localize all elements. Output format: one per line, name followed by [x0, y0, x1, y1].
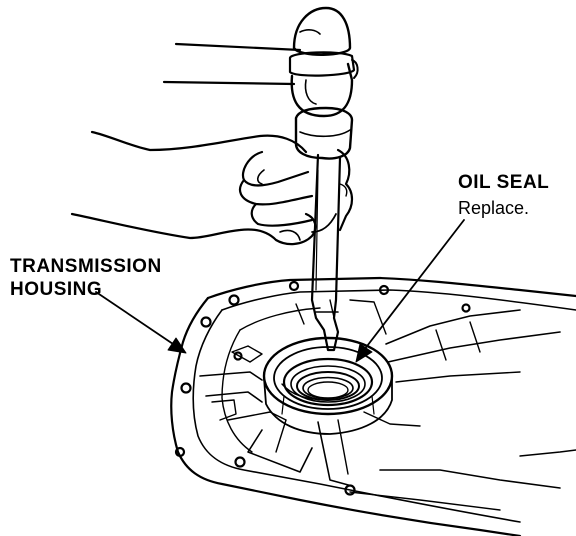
housing-leader-arrow [95, 291, 187, 354]
transmission-housing [170, 276, 576, 536]
oil-seal [262, 336, 394, 435]
screwdriver [294, 106, 354, 352]
oil-seal-note: Replace. [458, 198, 530, 218]
oil-seal-label: OIL SEAL [458, 172, 550, 193]
oil-seal-leader-arrow [355, 219, 465, 363]
transmission-housing-label-line1: TRANSMISSION [10, 256, 162, 277]
hammer [288, 6, 359, 118]
hand [70, 42, 354, 246]
transmission-housing-label-line2: HOUSING [10, 279, 103, 300]
